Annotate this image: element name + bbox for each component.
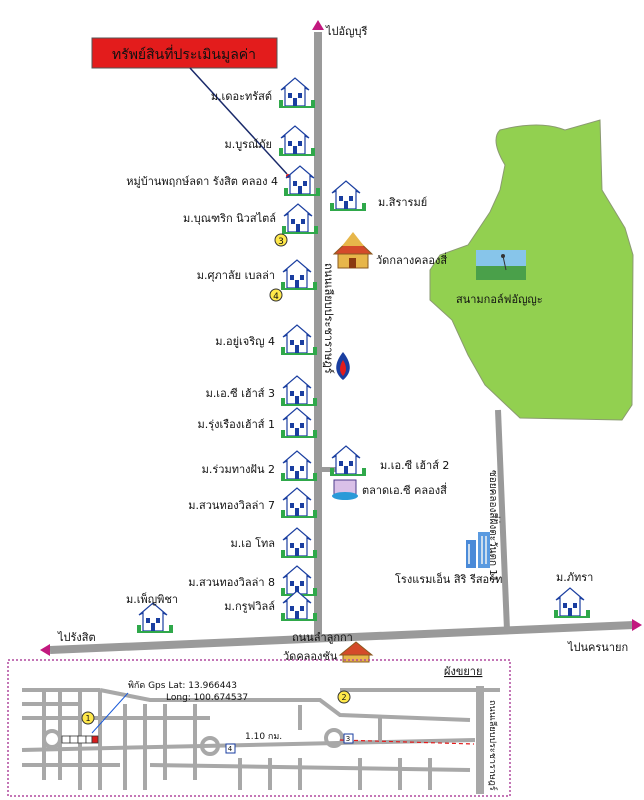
- inset-roundabout: [324, 728, 344, 748]
- golf-picture: [476, 250, 526, 280]
- temple-icon: [332, 232, 374, 269]
- village-label: ม.ภัทรา: [556, 571, 593, 584]
- main-road: [314, 32, 322, 637]
- inset-marker-4-label: 4: [228, 745, 233, 753]
- village-icon: [280, 565, 318, 597]
- village-label: ม.บูรณ์ภัย: [224, 138, 272, 151]
- temple-north-label: วัดกลางคลองสี่: [376, 252, 447, 267]
- villages-right: ม.สิรารมย์ ม.เอ.ซี เฮ้าส์ 2 ม.ภัทรา: [329, 180, 593, 619]
- village-label: ม.อยู่เจริญ 4: [215, 335, 275, 348]
- marker-4: [269, 288, 283, 302]
- marker-3: [274, 233, 288, 247]
- inset-lots: [61, 735, 99, 744]
- spur-road: [322, 467, 336, 472]
- village-icon: [281, 203, 319, 235]
- callout-pointer: [189, 67, 288, 175]
- village-label: ม.สิรารมย์: [378, 196, 427, 209]
- village-icon: [280, 487, 318, 519]
- village-label: หมู่บ้านพฤกษ์ลดา รังสิต คลอง 4: [126, 175, 278, 188]
- village-icon: [280, 375, 318, 407]
- inset-route: [339, 739, 475, 745]
- inset-main-road: [476, 686, 484, 794]
- inset-marker-1-label: 1: [85, 714, 90, 723]
- gps-long: Long: 100.674537: [166, 693, 248, 703]
- village-label: ม.เอ โทล: [230, 536, 275, 550]
- village-icon: [280, 450, 318, 482]
- side-road-label: ซอยคลองสี่ฝั่งตะวันตก 11: [487, 470, 501, 582]
- inset-marker-3-label: 3: [346, 735, 350, 743]
- village-label: ม.ศุภาลัย เบลล่า: [197, 269, 275, 282]
- hotel-label: โรงแรมเอ็น สิริ รีสอร์ท: [395, 572, 502, 586]
- village-icon: [280, 324, 318, 356]
- village-icon: [280, 407, 318, 439]
- village-label: ม.เพ็ญพิชา: [126, 592, 178, 606]
- inset-marker-1: [81, 711, 95, 725]
- village-label: ม.รุ่งเรืองเฮ้าส์ 1: [197, 418, 275, 431]
- north-arrow: [312, 20, 324, 30]
- side-road: [495, 409, 510, 631]
- village-icon: [278, 125, 316, 157]
- temple-south-icon: [338, 641, 374, 663]
- villages-left: ม.เดอะทรัสต์ ม.บูรณ์ภัย หมู่บ้านพฤกษ์ลดา…: [126, 77, 321, 634]
- inset-frame: [7, 659, 511, 797]
- main-road-label: ถนนเลียบประชาราษฎร์: [322, 263, 335, 374]
- village-label: ม.ร่วมทางฝัน 2: [202, 463, 275, 476]
- village-label: ม.สวนทองวิลล่า 7: [188, 499, 275, 512]
- village-icon: [329, 180, 367, 212]
- east-arrow: [632, 619, 642, 631]
- village-icon: [136, 602, 174, 634]
- village-icon: [278, 77, 316, 109]
- golf-label: สนามกอล์ฟอัญญะ: [456, 293, 543, 306]
- inset-marker-2: [337, 690, 351, 704]
- marker-3-label: 3: [278, 237, 284, 247]
- temple-south-label: วัดคลองชัน: [283, 650, 338, 663]
- fuel-station-icon: [336, 352, 350, 380]
- village-icon: [280, 527, 318, 559]
- inset-marker-2-label: 2: [341, 693, 346, 702]
- inset-marker-3: [343, 733, 354, 744]
- market-icon: [332, 479, 358, 500]
- inset-roundabout: [42, 729, 62, 749]
- village-label: ม.เอ.ซี เฮ้าส์ 3: [206, 387, 275, 400]
- inset-roundabout: [200, 736, 220, 756]
- village-icon: [553, 587, 591, 619]
- callout-box: [91, 37, 278, 69]
- village-label: ม.เดอะทรัสต์: [211, 90, 272, 103]
- village-label: ม.กรูฟวิลล์: [224, 600, 275, 613]
- north-destination-label: ไปอัญบุรี: [325, 25, 367, 38]
- west-arrow: [40, 644, 50, 656]
- inset-title: ผังขยาย: [444, 665, 482, 678]
- callout-text: ทรัพย์สินที่ประเมินมูลค่า: [112, 45, 256, 63]
- west-destination-label: ไปรังสิต: [57, 631, 96, 644]
- hotel-icon: [466, 532, 490, 568]
- marker-4-label: 4: [273, 292, 279, 302]
- east-destination-label: ไปนครนายก: [567, 641, 628, 654]
- market-label: ตลาดเอ.ซี คลองสี่: [362, 482, 447, 497]
- inset-distance: 1.10 กม.: [245, 732, 282, 742]
- village-label: ม.สวนทองวิลล่า 8: [188, 576, 275, 589]
- south-road-label: ถนนลำลูกกา: [292, 631, 353, 644]
- inset-marker-4: [225, 743, 236, 754]
- south-road: [49, 621, 635, 654]
- gps-lat: พิกัด Gps Lat: 13.966443: [128, 680, 237, 691]
- gps-pointer: [91, 692, 129, 734]
- village-icon: [280, 259, 318, 291]
- inset-road-label: ถนนเลียบประชาราษฎร์: [487, 700, 499, 791]
- village-label: ม.บุณฑริก นิวสไตล์: [183, 212, 276, 225]
- golf-course-area: [429, 119, 634, 421]
- village-label: ม.เอ.ซี เฮ้าส์ 2: [380, 459, 449, 472]
